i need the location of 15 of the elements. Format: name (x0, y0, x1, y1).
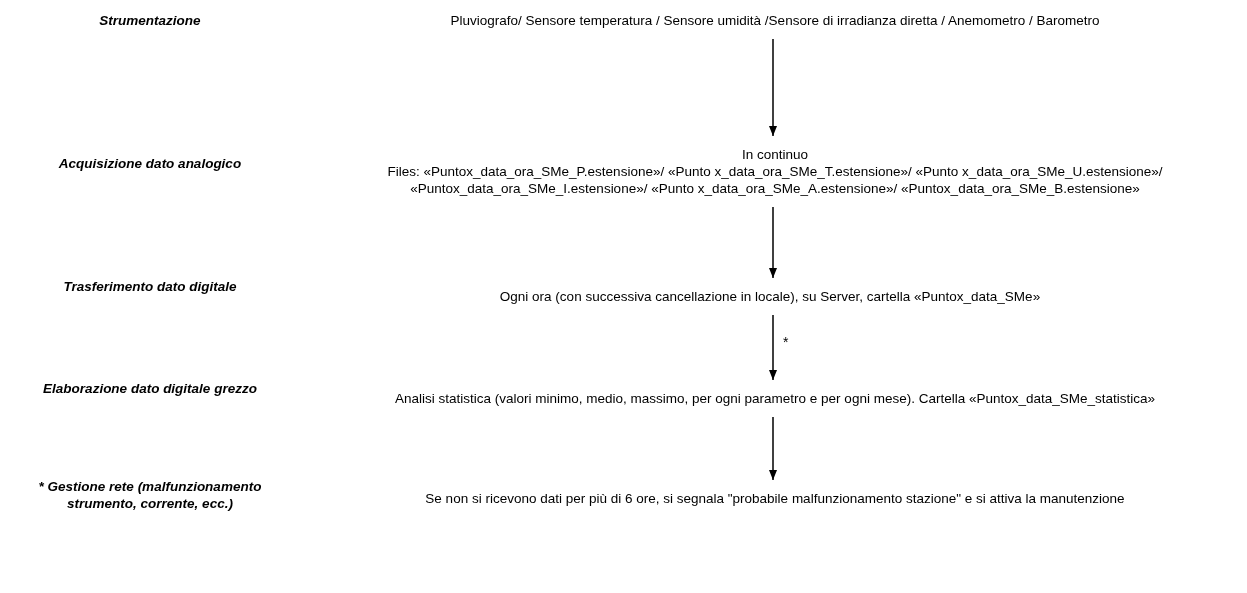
step-text: Files: «Puntox_data_ora_SMe_P.estensione»/ «Punto x_data_ora_SMe_T.estensione»/ «Punto x_data_ora_SMe_U.estensione»/ «Puntox_data_ora_SMe_I.estensione»/ «Punto x_data_ora_SMe_A.estensione»/ «Puntox_data_ora_SMe_B.estensione» (386, 163, 1164, 197)
step-text: In continuo (740, 146, 810, 163)
stage-label: Strumentazione (98, 12, 202, 29)
arrow (768, 416, 778, 481)
arrow (768, 38, 778, 137)
stage-label: * Gestione rete (malfunzionamento strumento, corrente, ecc.) (37, 478, 263, 512)
step-text: Ogni ora (con successiva cancellazione in locale), su Server, cartella «Puntox_data_SMe» (498, 288, 1042, 305)
stage-label: Elaborazione dato digitale grezzo (42, 380, 258, 397)
step-text: Analisi statistica (valori minimo, medio, massimo, per ogni parametro e per ogni mese). Cartella «Puntox_data_SMe_statistica» (393, 390, 1157, 407)
arrow (768, 314, 778, 381)
step-text: Pluviografo/ Sensore temperatura / Sensore umidità /Sensore di irradianza diretta / Anemometro / Barometro (449, 12, 1101, 29)
step-text: Se non si ricevono dati per più di 6 ore, si segnala "probabile malfunzionamento stazione" e si attiva la manutenzione (424, 490, 1126, 507)
stage-label: Trasferimento dato digitale (62, 278, 238, 295)
stage-label: Acquisizione dato analogico (57, 155, 243, 172)
arrow (768, 206, 778, 279)
